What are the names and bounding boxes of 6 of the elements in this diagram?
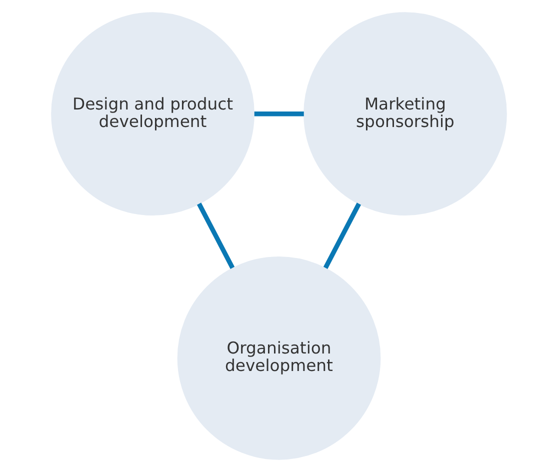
- connector: [323, 202, 362, 269]
- connector: [254, 112, 304, 116]
- node-circle: Marketing sponsorship: [304, 12, 507, 216]
- node-circle: Design and product development: [51, 12, 254, 216]
- connector: [196, 202, 235, 269]
- node-circle: Organisation development: [177, 256, 381, 460]
